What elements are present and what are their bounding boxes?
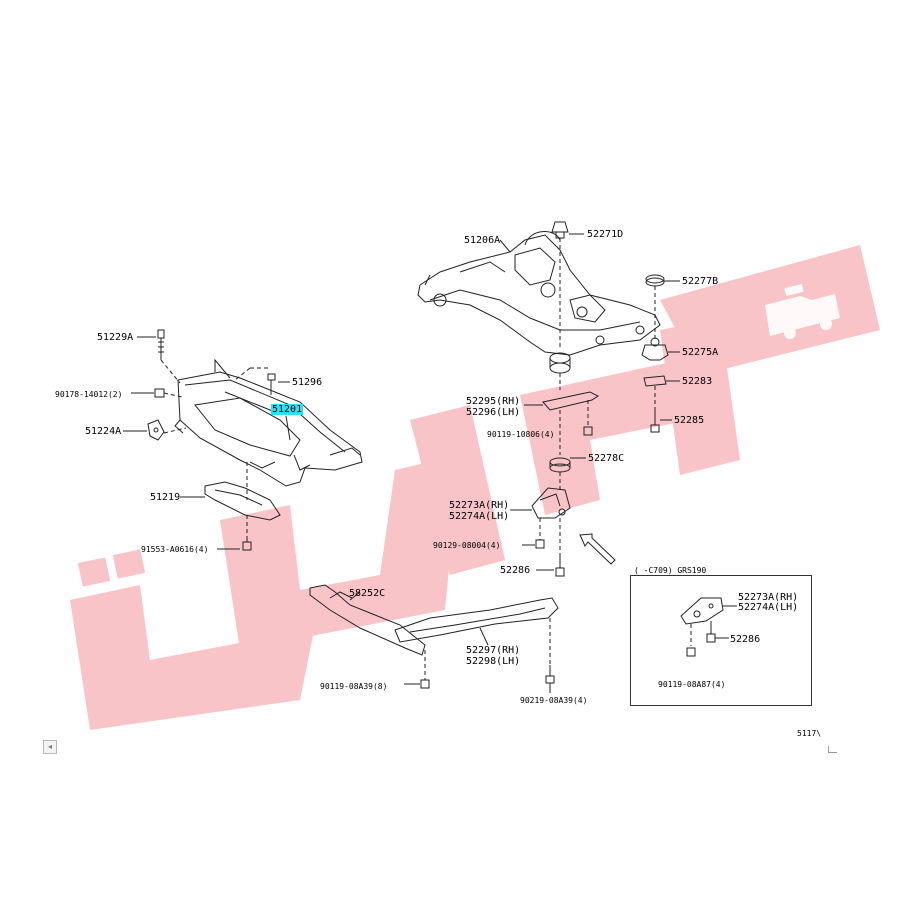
inset-bolt-52286 [706,621,716,643]
label-52273A[interactable]: 52273A(RH) [449,500,510,511]
watermark-glyph-2 [220,455,460,650]
watermark-glyph-6 [660,318,740,475]
stud-51229A [157,329,165,360]
label-51229A[interactable]: 51229A [97,332,134,343]
brace-58252C [309,584,426,656]
watermark-glyph-3 [410,405,505,575]
nut-90178 [154,388,165,398]
label-90219[interactable]: 90219-08A39(4) [520,696,588,705]
subframe-51201 [174,358,363,487]
label-52275A[interactable]: 52275A [682,347,719,358]
scroll-left-button[interactable]: ◂ [43,740,57,754]
bolt-52285 [650,410,660,433]
stopper-52278C [549,352,571,364]
bolt-51296 [267,373,276,395]
label-inset-90119[interactable]: 90119-08A87(4) [658,680,726,689]
scroll-right-corner [828,746,837,753]
label-90119-08A39[interactable]: 90119-08A39(8) [320,682,388,691]
bolt-90219 [545,665,555,684]
inset-bolt-90119 [686,647,696,657]
watermark-glyph-4 [520,360,690,515]
watermark-dot-1 [77,557,111,587]
label-90119-10806[interactable]: 90119-10806(4) [487,430,555,439]
mount-52273A [531,487,571,519]
label-52298[interactable]: 52298(LH) [466,656,521,667]
bolt-91553 [242,538,252,551]
label-52278C[interactable]: 52278C [588,453,625,464]
view-arrow [579,533,616,565]
footer-diagram-code: 5117\ [797,729,822,738]
label-52283[interactable]: 52283 [682,376,713,387]
bolt-52286 [555,556,565,577]
bracket-51224A [147,419,165,441]
label-52296[interactable]: 52296(LH) [466,407,521,418]
label-51224A[interactable]: 51224A [85,426,122,437]
watermark-glyph-1 [70,585,320,730]
inset-box [630,575,812,706]
washer-52277B [645,274,665,284]
label-90129[interactable]: 90129-08004(4) [433,541,501,550]
label-52271D[interactable]: 52271D [587,229,624,240]
mount-52275A [641,344,669,361]
inset-mount-plate [680,597,724,625]
label-58252C[interactable]: 58252C [349,588,386,599]
label-52285[interactable]: 52285 [674,415,705,426]
label-52295[interactable]: 52295(RH) [466,396,521,407]
inset-line-art [680,597,737,657]
crossmember-51206A [417,231,661,356]
label-52286[interactable]: 52286 [500,565,531,576]
label-51206A[interactable]: 51206A [464,235,501,246]
label-inset-52286[interactable]: 52286 [730,634,761,645]
bolt-90119-08A39 [420,679,430,689]
watermark-dot-2 [112,549,146,579]
brace-52297 [394,597,559,643]
label-inset-52273A[interactable]: 52273A(RH) [738,592,799,603]
label-51296[interactable]: 51296 [292,377,323,388]
car-icon [765,283,840,339]
label-91553[interactable]: 91553-A0616(4) [141,545,209,554]
label-inset-header: ( -C709) GRS190 [634,566,707,575]
plate-51219 [204,481,281,521]
label-90178[interactable]: 90178-14012(2) [55,390,123,399]
label-51219[interactable]: 51219 [150,492,181,503]
label-inset-52274A[interactable]: 52274A(LH) [738,602,799,613]
scroll-left-arrow-icon: ◂ [47,742,52,751]
arm-52295 [542,391,599,411]
label-52297[interactable]: 52297(RH) [466,645,521,656]
bushing-52271D [551,221,569,239]
bolt-90129 [535,539,545,549]
stopper-52283 [643,375,667,387]
bolt-90119-10806 [583,426,593,436]
label-52277B[interactable]: 52277B [682,276,719,287]
label-51201[interactable]: 51201 [271,404,304,415]
label-52274A[interactable]: 52274A(LH) [449,511,510,522]
